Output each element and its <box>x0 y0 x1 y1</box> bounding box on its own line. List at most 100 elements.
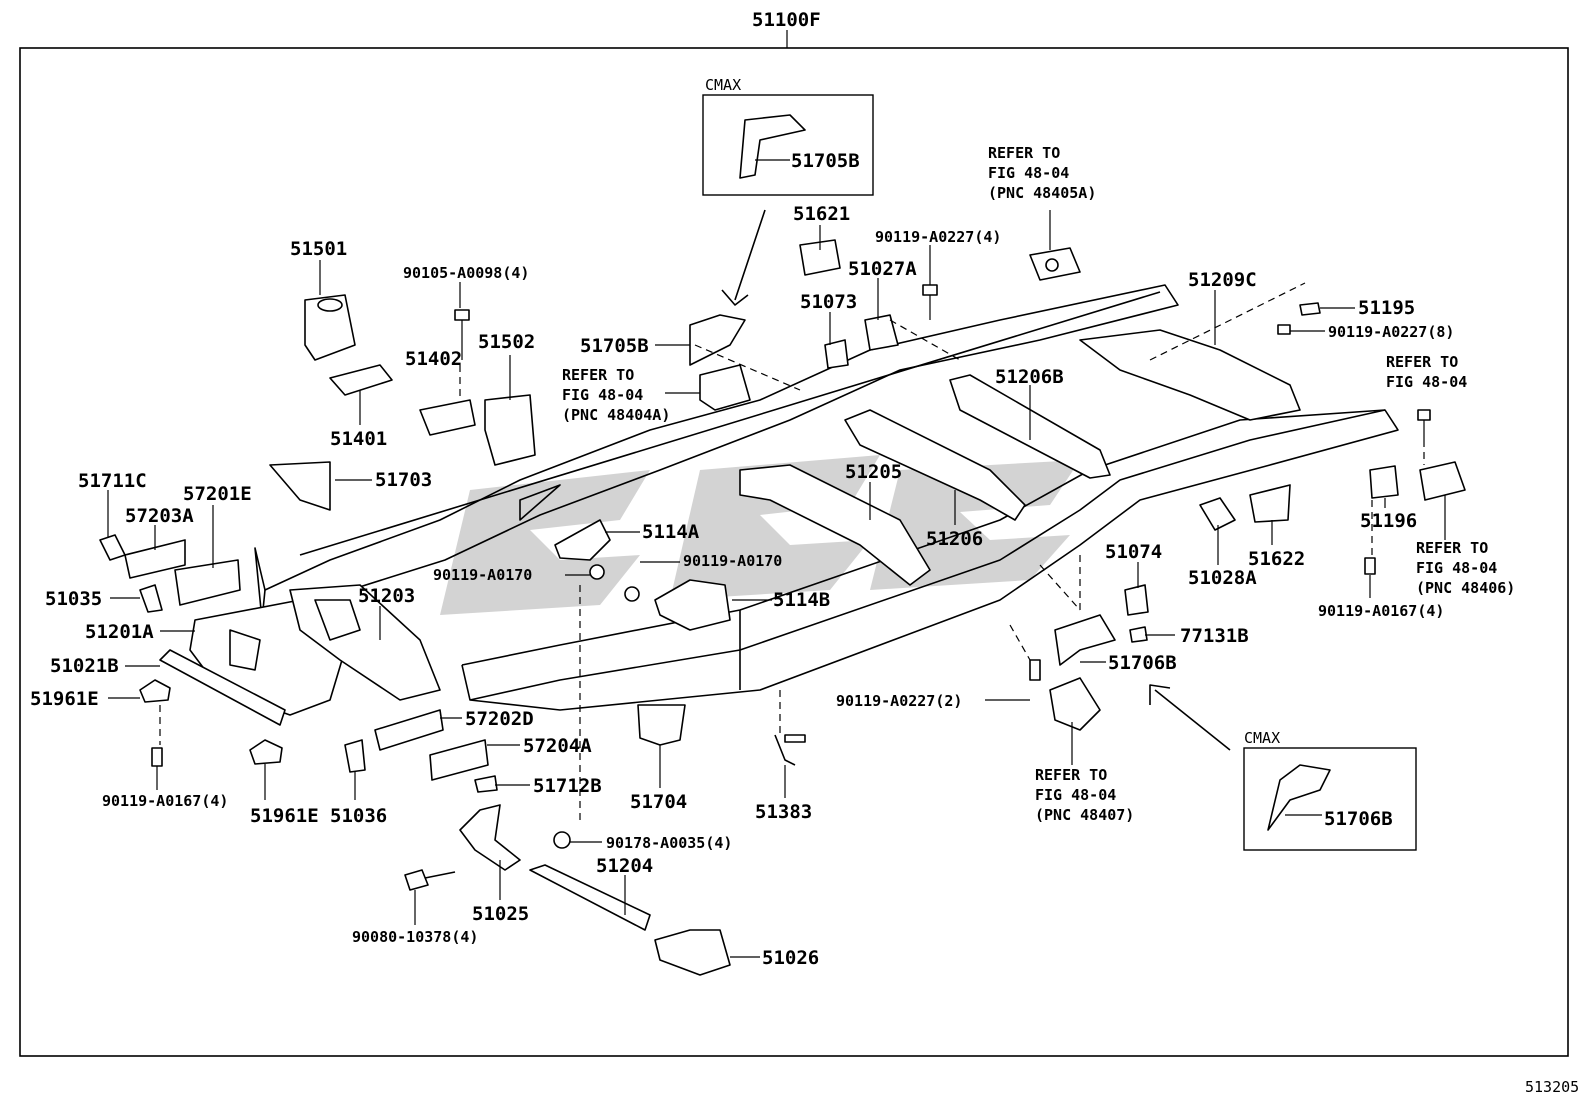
part-51711C <box>99 534 126 561</box>
frame-left-rail <box>254 284 1179 621</box>
label-51705B-inset: 51705B <box>791 150 860 172</box>
svg-text:(PNC 48404A): (PNC 48404A) <box>562 406 670 424</box>
label-90105-A0098: 90105-A0098(4) <box>403 264 529 282</box>
label-51205: 51205 <box>845 461 902 483</box>
label-51704: 51704 <box>630 791 687 813</box>
part-51621 <box>799 239 841 276</box>
label-51025: 51025 <box>472 903 529 925</box>
part-51704 <box>637 704 686 746</box>
part-51961E-upper <box>139 679 171 703</box>
refer-note-48407: REFER TO FIG 48-04 (PNC 48407) <box>1035 766 1134 824</box>
svg-text:(PNC 48407): (PNC 48407) <box>1035 806 1134 824</box>
part-51074 <box>1124 584 1149 616</box>
part-51206 <box>844 409 1026 521</box>
label-90119-A0227-4: 90119-A0227(4) <box>875 228 1001 246</box>
part-51209C <box>1079 329 1301 421</box>
label-51036: 51036 <box>330 805 387 827</box>
refer-note-48406-top: REFER TO FIG 48-04 <box>1386 353 1467 391</box>
label-51027A: 51027A <box>848 258 917 280</box>
part-51622 <box>1249 484 1291 523</box>
label-90119-A0170-a: 90119-A0170 <box>433 566 532 584</box>
part-mount-48407 <box>1049 677 1101 731</box>
cmax-inset-top <box>702 94 874 196</box>
part-51028A <box>1199 497 1236 531</box>
part-51705B <box>689 314 746 366</box>
refer-note-48406: REFER TO FIG 48-04 (PNC 48406) <box>1416 539 1515 597</box>
cmax-inset-bottom <box>1243 747 1417 851</box>
assembly-label: 51100F <box>752 9 821 31</box>
part-bolt-90119-A0227-2 <box>1029 659 1041 681</box>
figure-number: 513205 <box>1525 1078 1579 1096</box>
part-bolt-90119-A0167-right <box>1364 557 1376 575</box>
frame-right-rail <box>461 409 1399 711</box>
cmax-label-bottom: CMAX <box>1244 729 1280 747</box>
label-51402: 51402 <box>405 348 462 370</box>
label-51021B: 51021B <box>50 655 119 677</box>
svg-text:REFER TO: REFER TO <box>1035 766 1107 784</box>
label-51706B-inset: 51706B <box>1324 808 1393 830</box>
part-57204A <box>429 739 489 781</box>
part-51402 <box>419 399 476 436</box>
label-90080-10378: 90080-10378(4) <box>352 928 478 946</box>
part-51026 <box>654 929 731 976</box>
part-mount-48406 <box>1419 461 1466 501</box>
label-51706B: 51706B <box>1108 652 1177 674</box>
svg-text:FIG 48-04: FIG 48-04 <box>562 386 643 404</box>
label-51206: 51206 <box>926 528 983 550</box>
label-51383: 51383 <box>755 801 812 823</box>
part-51195 <box>1299 302 1321 316</box>
svg-text:FIG 48-04: FIG 48-04 <box>1386 373 1467 391</box>
part-57202D <box>374 709 444 751</box>
label-51961E-upper: 51961E <box>30 688 99 710</box>
svg-text:REFER TO: REFER TO <box>1386 353 1458 371</box>
cmax-label-top: CMAX <box>705 76 741 94</box>
part-51027A <box>864 314 899 351</box>
svg-text:FIG 48-04: FIG 48-04 <box>1035 786 1116 804</box>
label-51028A: 51028A <box>1188 567 1257 589</box>
label-51195: 51195 <box>1358 297 1415 319</box>
label-51035: 51035 <box>45 588 102 610</box>
part-57201E <box>174 559 241 606</box>
label-51204: 51204 <box>596 855 653 877</box>
part-77131B <box>1129 626 1148 643</box>
label-57201E: 57201E <box>183 483 252 505</box>
label-51502: 51502 <box>478 331 535 353</box>
part-51035 <box>139 584 163 613</box>
svg-text:(PNC 48405A): (PNC 48405A) <box>988 184 1096 202</box>
label-51501: 51501 <box>290 238 347 260</box>
label-51196: 51196 <box>1360 510 1417 532</box>
part-bolt-90119-A0167-left <box>151 747 163 767</box>
part-51025 <box>459 804 521 871</box>
label-90119-A0227-2: 90119-A0227(2) <box>836 692 962 710</box>
part-51073 <box>824 339 849 369</box>
label-57203A: 57203A <box>125 505 194 527</box>
label-51074: 51074 <box>1105 541 1162 563</box>
part-mount-48405A <box>1029 247 1081 281</box>
label-51073: 51073 <box>800 291 857 313</box>
part-51203 <box>289 584 441 701</box>
label-5114B: 5114B <box>773 589 830 611</box>
part-51021B <box>159 649 286 726</box>
part-5114A <box>554 519 611 561</box>
label-51209C: 51209C <box>1188 269 1257 291</box>
part-bolt-90119-A0170-b <box>624 586 640 602</box>
part-nut-90178 <box>553 831 571 849</box>
part-51204 <box>529 864 651 931</box>
label-90119-A0167-right: 90119-A0167(4) <box>1318 602 1444 620</box>
part-bolt-90105 <box>454 309 470 360</box>
label-51401: 51401 <box>330 428 387 450</box>
refer-note-48405A: REFER TO FIG 48-04 (PNC 48405A) <box>988 144 1096 202</box>
part-51706B-inset <box>1267 764 1331 831</box>
svg-text:REFER TO: REFER TO <box>1416 539 1488 557</box>
part-5114B <box>654 579 731 631</box>
part-bolt-90080 <box>404 869 456 891</box>
label-51961E-lower: 51961E <box>250 805 319 827</box>
part-51501 <box>304 294 356 361</box>
svg-text:FIG 48-04: FIG 48-04 <box>988 164 1069 182</box>
part-bolt-48406-top <box>1417 409 1431 440</box>
label-51026: 51026 <box>762 947 819 969</box>
label-51622: 51622 <box>1248 548 1305 570</box>
part-bolt-90119-A0227-8 <box>1277 324 1291 335</box>
label-57202D: 57202D <box>465 708 534 730</box>
